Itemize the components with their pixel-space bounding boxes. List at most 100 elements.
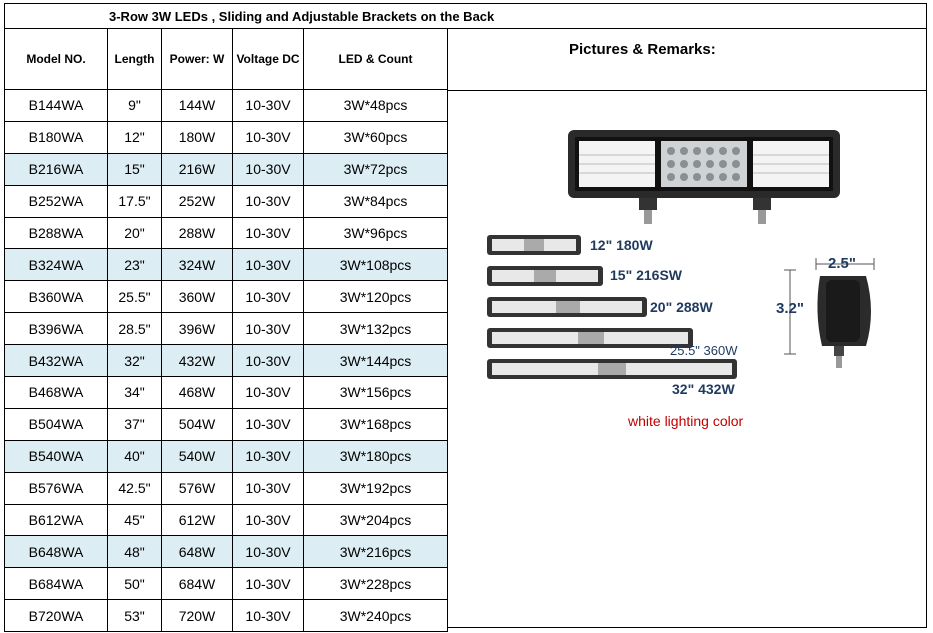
cell-model: B684WA	[4, 567, 108, 601]
cell-model: B720WA	[4, 599, 108, 633]
cell-voltage: 10-30V	[232, 152, 304, 186]
cell-led: 3W*48pcs	[303, 89, 448, 122]
cell-length: 42.5"	[107, 471, 162, 505]
cell-model: B144WA	[4, 89, 108, 122]
label-12in: 12" 180W	[590, 237, 653, 253]
cell-length: 23"	[107, 248, 162, 282]
cell-model: B360WA	[4, 280, 108, 314]
cell-model: B252WA	[4, 184, 108, 218]
cell-led: 3W*144pcs	[303, 344, 448, 378]
cell-power: 648W	[161, 535, 233, 569]
cell-length: 45"	[107, 503, 162, 537]
cell-voltage: 10-30V	[232, 471, 304, 505]
cell-length: 40"	[107, 439, 162, 473]
led-bar-20in-image	[487, 297, 647, 317]
cell-voltage: 10-30V	[232, 439, 304, 473]
cell-length: 28.5"	[107, 312, 162, 346]
cell-power: 216W	[161, 152, 233, 186]
label-32in: 32" 432W	[672, 381, 735, 397]
cell-voltage: 10-30V	[232, 535, 304, 569]
cell-model: B180WA	[4, 120, 108, 154]
cell-length: 15"	[107, 152, 162, 186]
pictures-panel: Pictures & Remarks:	[447, 28, 927, 628]
cell-voltage: 10-30V	[232, 216, 304, 250]
cell-power: 684W	[161, 567, 233, 601]
cell-power: 324W	[161, 248, 233, 282]
cell-length: 12"	[107, 120, 162, 154]
cell-power: 468W	[161, 376, 233, 409]
spec-table: Model NO. Length Power: W Voltage DC LED…	[4, 28, 448, 633]
cell-voltage: 10-30V	[232, 89, 304, 122]
header-led: LED & Count	[303, 28, 448, 90]
cell-voltage: 10-30V	[232, 184, 304, 218]
led-bar-12in-image	[487, 235, 581, 255]
cell-voltage: 10-30V	[232, 312, 304, 346]
cell-model: B576WA	[4, 471, 108, 505]
led-bar-15in-image	[487, 266, 603, 286]
cell-led: 3W*72pcs	[303, 152, 448, 186]
cell-voltage: 10-30V	[232, 376, 304, 409]
cell-length: 17.5"	[107, 184, 162, 218]
cell-model: B612WA	[4, 503, 108, 537]
cell-power: 540W	[161, 439, 233, 473]
cell-length: 20"	[107, 216, 162, 250]
cell-power: 612W	[161, 503, 233, 537]
cell-model: B468WA	[4, 376, 108, 409]
led-bar-large-image	[568, 130, 840, 224]
cell-led: 3W*216pcs	[303, 535, 448, 569]
cell-led: 3W*240pcs	[303, 599, 448, 633]
cell-power: 720W	[161, 599, 233, 633]
cell-voltage: 10-30V	[232, 503, 304, 537]
cell-voltage: 10-30V	[232, 280, 304, 314]
cell-length: 34"	[107, 376, 162, 409]
cell-length: 9"	[107, 89, 162, 122]
cell-power: 252W	[161, 184, 233, 218]
cell-voltage: 10-30V	[232, 599, 304, 633]
pictures-heading: Pictures & Remarks:	[447, 29, 926, 91]
cell-model: B216WA	[4, 152, 108, 186]
cell-model: B540WA	[4, 439, 108, 473]
cell-model: B288WA	[4, 216, 108, 250]
label-20in: 20" 288W	[650, 299, 713, 315]
cell-led: 3W*180pcs	[303, 439, 448, 473]
cell-led: 3W*132pcs	[303, 312, 448, 346]
label-25in: 25.5" 360W	[670, 343, 738, 358]
cell-led: 3W*108pcs	[303, 248, 448, 282]
led-bar-32in-image	[487, 359, 737, 379]
cell-led: 3W*204pcs	[303, 503, 448, 537]
cell-power: 504W	[161, 407, 233, 441]
header-model: Model NO.	[4, 28, 108, 90]
cell-model: B504WA	[4, 407, 108, 441]
header-length: Length	[107, 28, 162, 90]
cell-length: 48"	[107, 535, 162, 569]
cell-led: 3W*96pcs	[303, 216, 448, 250]
cell-led: 3W*156pcs	[303, 376, 448, 409]
cell-power: 576W	[161, 471, 233, 505]
cell-voltage: 10-30V	[232, 248, 304, 282]
width-dimension: 2.5"	[828, 255, 856, 272]
cell-length: 32"	[107, 344, 162, 378]
cell-length: 25.5"	[107, 280, 162, 314]
cell-voltage: 10-30V	[232, 120, 304, 154]
header-power: Power: W	[161, 28, 233, 90]
cell-led: 3W*168pcs	[303, 407, 448, 441]
cell-voltage: 10-30V	[232, 344, 304, 378]
cell-model: B432WA	[4, 344, 108, 378]
cell-voltage: 10-30V	[232, 567, 304, 601]
